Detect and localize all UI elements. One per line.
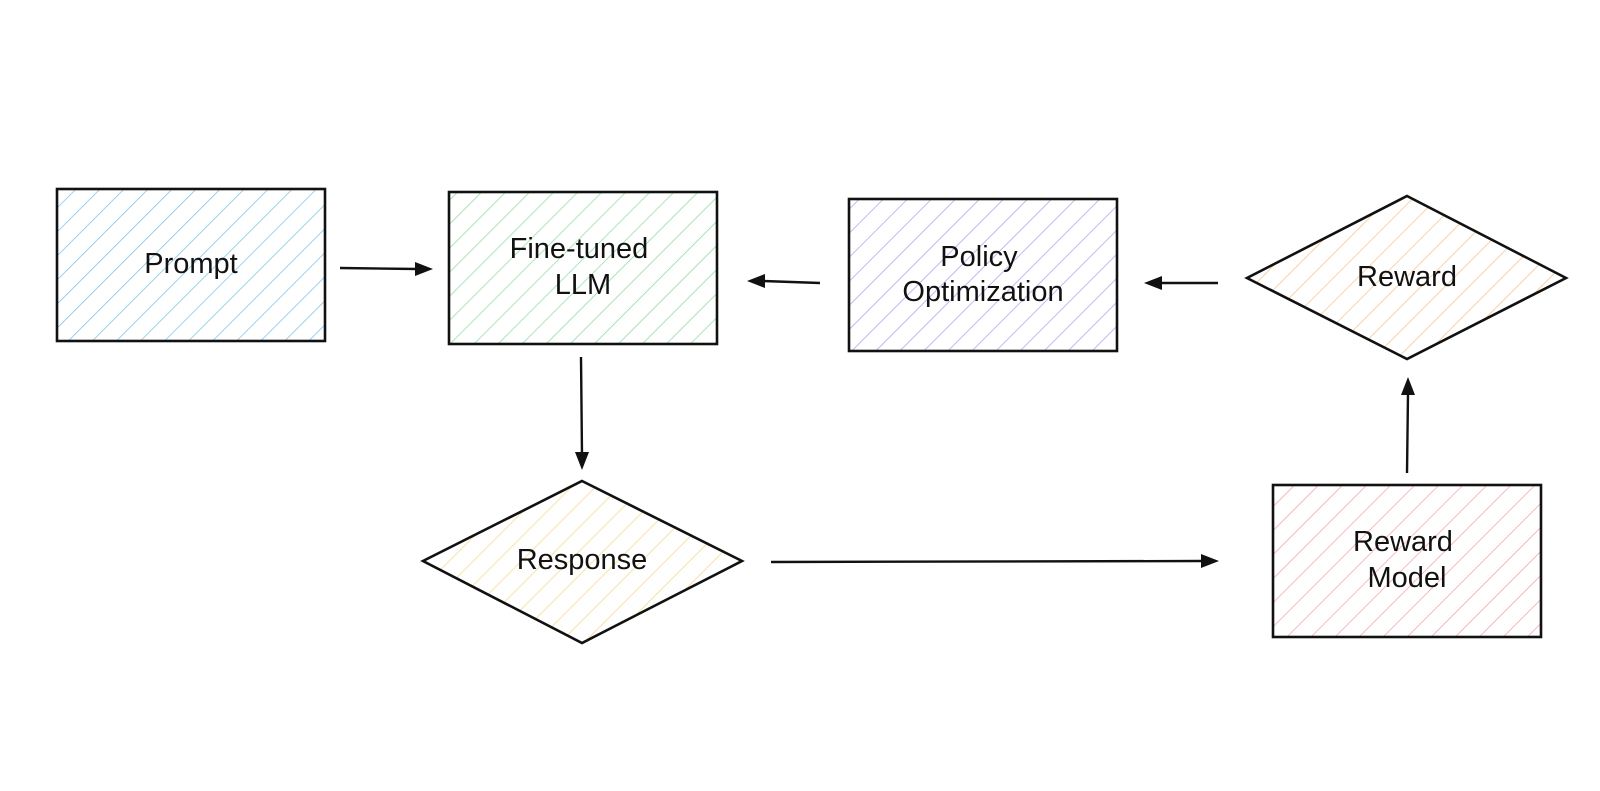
edge-prompt-to-llm-arrowhead (415, 262, 433, 276)
reward-model-label-line-2: Model (1368, 562, 1447, 594)
edge-reward-model-to-reward-line (1405, 392, 1410, 474)
edge-prompt-to-llm-line (339, 266, 418, 271)
edge-llm-to-response-line (579, 356, 584, 456)
policy-optimization-node: Policy Optimization (847, 197, 1119, 353)
response-label: Response (517, 544, 648, 576)
fine-tuned-llm-outline (447, 190, 719, 346)
policy-optimization-label: Policy Optimization (902, 241, 1063, 308)
response-outline (420, 479, 745, 645)
reward-model-outline (1271, 483, 1543, 639)
response-node: Response (420, 479, 745, 645)
prompt-label: Prompt (144, 248, 237, 280)
policy-optimization-label-line-1: Policy (940, 241, 1018, 273)
reward-label-line: Reward (1357, 261, 1457, 293)
edge-policy-optimization-to-llm-arrowhead (747, 274, 765, 288)
reward-model-node: Reward Model (1271, 483, 1543, 639)
fine-tuned-llm-label-line-1: Fine-tuned (510, 233, 649, 265)
prompt-box (57, 189, 325, 341)
fine-tuned-llm-node: Fine-tuned LLM (447, 190, 719, 346)
policy-optimization-label-line-2: Optimization (902, 276, 1063, 308)
edge-response-to-reward-model-line (770, 559, 1204, 564)
reward-model-box (1273, 485, 1541, 637)
edge-reward-to-policy-optimization (1144, 276, 1218, 290)
edge-reward-to-policy-optimization-arrowhead (1144, 276, 1162, 290)
edge-reward-model-to-reward-arrowhead (1401, 377, 1415, 395)
response-label-line: Response (517, 544, 648, 576)
edge-policy-optimization-to-llm-line (762, 279, 821, 285)
edge-policy-optimization-to-llm (747, 274, 821, 288)
policy-optimization-box (849, 199, 1117, 351)
edge-reward-model-to-reward (1401, 377, 1415, 474)
edge-response-to-reward-model-arrowhead (1201, 554, 1219, 568)
prompt-label-line: Prompt (144, 248, 237, 280)
reward-node: Reward (1244, 194, 1569, 361)
edge-llm-to-response (575, 356, 589, 470)
reward-label: Reward (1357, 261, 1457, 293)
reward-model-label-line-1: Reward (1353, 526, 1453, 558)
reward-model-label: Reward Model (1353, 526, 1461, 594)
fine-tuned-llm-box (449, 192, 717, 344)
edge-response-to-reward-model (770, 554, 1219, 568)
edge-llm-to-response-arrowhead (575, 452, 589, 470)
fine-tuned-llm-label: Fine-tuned LLM (510, 233, 657, 301)
reward-outline (1244, 194, 1569, 361)
policy-optimization-outline (847, 197, 1119, 353)
prompt-node: Prompt (55, 187, 327, 343)
edge-prompt-to-llm (339, 262, 433, 276)
prompt-outline (55, 187, 327, 343)
fine-tuned-llm-label-line-2: LLM (555, 269, 611, 301)
